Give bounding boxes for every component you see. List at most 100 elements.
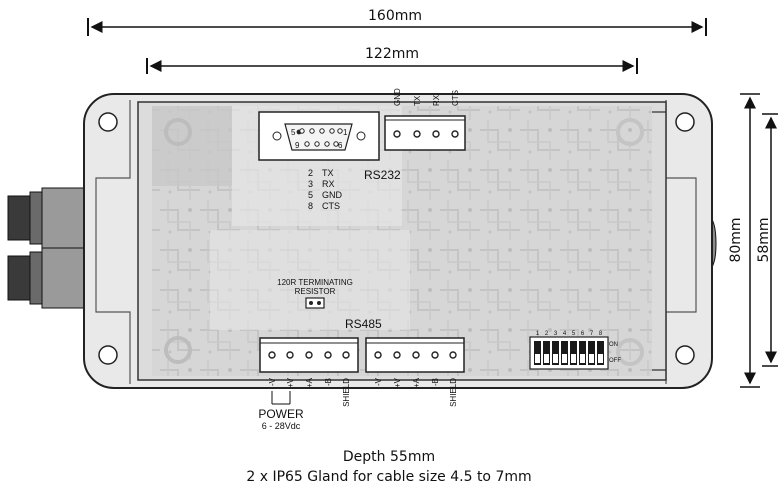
pin-label-left-3: -B bbox=[324, 378, 333, 386]
dimension-160mm-label: 160mm bbox=[368, 8, 422, 24]
pinmap-sig: TX bbox=[322, 168, 334, 178]
pin-label-left-0: -V bbox=[268, 377, 277, 386]
pin-label-right-2: +A bbox=[412, 377, 421, 388]
dip-switch[interactable] bbox=[529, 336, 609, 370]
rs232-pinmap: 2 TX 3 RX 5 GND 8 CTS bbox=[308, 168, 343, 211]
dip-lever[interactable] bbox=[597, 341, 604, 365]
terminating-resistor-label-2: RESISTOR bbox=[295, 287, 336, 296]
terminating-resistor-label-1: 120R TERMINATING bbox=[277, 278, 353, 287]
power-leader bbox=[271, 391, 291, 405]
rs232-header-connector bbox=[384, 115, 466, 151]
db9-pin1-label: 1 bbox=[343, 128, 348, 137]
pinmap-sig: RX bbox=[322, 179, 335, 189]
db9-pin9-label: 9 bbox=[295, 141, 300, 150]
rs232-pin-tx-label: TX bbox=[413, 95, 422, 106]
rs232-pin-gnd-label: GND bbox=[393, 88, 402, 106]
pin-label-left-2: +A bbox=[305, 377, 314, 388]
dip-lever[interactable] bbox=[543, 341, 550, 365]
pinmap-sig: CTS bbox=[322, 201, 340, 211]
rs485-title: RS485 bbox=[345, 317, 382, 331]
pcb-edge-marks bbox=[652, 111, 666, 371]
db9-pin bbox=[314, 141, 320, 147]
dip-number: 3 bbox=[554, 331, 558, 337]
cable-gland-top bbox=[7, 187, 85, 249]
dip-lever[interactable] bbox=[579, 341, 586, 365]
mounting-hole-bottom-left bbox=[98, 345, 118, 365]
dimension-122mm-label: 122mm bbox=[365, 46, 419, 62]
dimension-58mm: 58mm bbox=[756, 113, 778, 367]
mounting-hole-bottom-right bbox=[675, 345, 695, 365]
pcb-pad bbox=[164, 118, 192, 146]
dip-levers bbox=[534, 341, 604, 365]
dip-number: 4 bbox=[563, 331, 567, 337]
caption-gland: 2 x IP65 Gland for cable size 4.5 to 7mm bbox=[246, 469, 531, 485]
mounting-hole-top-right bbox=[675, 112, 695, 132]
db9-pin5-label: 5 bbox=[291, 128, 296, 137]
db9-pin-dots bbox=[299, 128, 343, 147]
dip-number: 7 bbox=[590, 331, 594, 337]
db9-pin bbox=[299, 128, 305, 134]
dip-lever[interactable] bbox=[570, 341, 577, 365]
pin-label-right-4: SHIELD bbox=[449, 378, 458, 407]
dip-on-label: ON bbox=[609, 342, 618, 348]
db9-pin6-label: 6 bbox=[338, 141, 343, 150]
pinmap-num: 3 bbox=[308, 179, 313, 189]
power-range: 6 - 28Vdc bbox=[262, 421, 301, 431]
dip-off-label: OFF bbox=[609, 358, 621, 364]
pcb-pad bbox=[164, 336, 192, 364]
caption-depth: Depth 55mm bbox=[343, 449, 435, 465]
rs232-pin-rx-label: RX bbox=[432, 94, 441, 106]
pin-label-right-0: -V bbox=[374, 377, 383, 386]
db9-pin bbox=[329, 128, 335, 134]
db9-pin bbox=[324, 141, 330, 147]
dip-lever-knob bbox=[580, 354, 585, 363]
pin-label-left-4: SHIELD bbox=[342, 378, 351, 407]
pinmap-num: 2 bbox=[308, 168, 313, 178]
rs232-title: RS232 bbox=[364, 168, 401, 182]
dip-lever-knob bbox=[535, 354, 540, 363]
db9-pin bbox=[309, 128, 315, 134]
dip-number: 6 bbox=[581, 331, 585, 337]
db9-pin bbox=[304, 141, 310, 147]
connector-left-5pin bbox=[259, 337, 359, 373]
pin-label-right-3: -B bbox=[431, 378, 440, 386]
cable-gland-bottom bbox=[7, 247, 85, 309]
dip-lever[interactable] bbox=[534, 341, 541, 365]
pin-label-left-1: +V bbox=[286, 377, 295, 388]
pcb-pad bbox=[616, 118, 644, 146]
dip-number: 5 bbox=[572, 331, 576, 337]
pinmap-sig: GND bbox=[322, 190, 343, 200]
pcb-light-region-2 bbox=[210, 230, 410, 330]
dip-lever[interactable] bbox=[552, 341, 559, 365]
dip-lever-knob bbox=[562, 354, 567, 363]
dimension-80mm-label: 80mm bbox=[728, 217, 744, 262]
dimension-80mm: 80mm bbox=[728, 93, 760, 388]
pinmap-num: 5 bbox=[308, 190, 313, 200]
dip-lever-knob bbox=[598, 354, 603, 363]
dip-lever-knob bbox=[571, 354, 576, 363]
dip-number: 1 bbox=[536, 331, 540, 337]
terminating-jumper[interactable] bbox=[305, 297, 325, 309]
dip-lever-knob bbox=[553, 354, 558, 363]
dip-lever-knob bbox=[589, 354, 594, 363]
dimension-160mm: 160mm bbox=[87, 8, 707, 36]
dip-number: 8 bbox=[599, 331, 603, 337]
pcb-pad bbox=[616, 338, 644, 366]
db9-pin bbox=[319, 128, 325, 134]
db9-pin bbox=[333, 141, 339, 147]
db9-connector bbox=[258, 111, 380, 161]
dip-lever[interactable] bbox=[588, 341, 595, 365]
dimension-58mm-label: 58mm bbox=[756, 217, 772, 262]
connector-right-5pin bbox=[365, 337, 465, 373]
dip-lever-knob bbox=[544, 354, 549, 363]
dip-lever[interactable] bbox=[561, 341, 568, 365]
db9-pin bbox=[337, 128, 343, 134]
power-label: POWER bbox=[258, 407, 304, 421]
mounting-hole-top-left bbox=[98, 112, 118, 132]
rs232-pin-cts-label: CTS bbox=[451, 90, 460, 106]
pinmap-num: 8 bbox=[308, 201, 313, 211]
pin-label-right-1: +V bbox=[393, 377, 402, 388]
